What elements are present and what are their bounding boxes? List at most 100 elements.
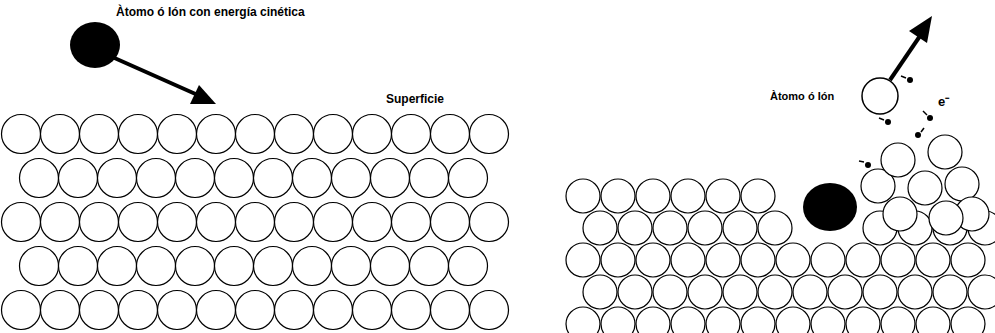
- atom-circle: [723, 211, 757, 245]
- atom-circle: [793, 275, 827, 309]
- atom-circle: [671, 307, 705, 333]
- atom-circle: [80, 291, 119, 330]
- electrons: [859, 76, 933, 168]
- atom-circle: [392, 203, 431, 242]
- atom-circle: [80, 203, 119, 242]
- atom-circle: [41, 291, 80, 330]
- atom-circle: [2, 203, 41, 242]
- atom-circle: [881, 307, 915, 333]
- atom-circle: [431, 291, 470, 330]
- atom-circle: [945, 167, 979, 201]
- atom-circle: [618, 275, 652, 309]
- surface-lattice: [2, 115, 509, 330]
- atom-circle: [236, 115, 275, 154]
- atom-circle: [583, 275, 617, 309]
- atom-circle: [470, 115, 509, 154]
- ejection-arrow: [890, 33, 922, 80]
- atom-circle: [688, 211, 722, 245]
- atom-circle: [671, 179, 705, 213]
- atom-circle: [254, 159, 293, 198]
- sputtered-atom: [862, 78, 898, 114]
- atom-circle: [314, 115, 353, 154]
- atom-circle: [916, 243, 950, 277]
- atom-circle: [215, 159, 254, 198]
- atom-circle: [636, 307, 670, 333]
- atom-circle: [776, 307, 810, 333]
- incident-atom: [70, 22, 120, 68]
- atom-circle: [410, 247, 449, 286]
- atom-circle: [898, 275, 932, 309]
- atom-circle: [20, 159, 59, 198]
- atom-circle: [371, 247, 410, 286]
- atom-circle: [929, 201, 963, 235]
- atom-circle: [470, 203, 509, 242]
- atom-circle: [59, 159, 98, 198]
- atom-circle: [392, 291, 431, 330]
- surface-label: Superficie: [386, 93, 444, 106]
- atom-circle: [119, 203, 158, 242]
- atom-circle: [119, 291, 158, 330]
- atom-circle: [449, 159, 488, 198]
- atom-circle: [392, 115, 431, 154]
- atom-circle: [431, 115, 470, 154]
- arrow-head: [909, 16, 932, 43]
- atom-circle: [314, 291, 353, 330]
- atom-circle: [158, 203, 197, 242]
- atom-circle: [353, 203, 392, 242]
- atom-circle: [410, 159, 449, 198]
- atom-circle: [811, 243, 845, 277]
- atom-circle: [671, 243, 705, 277]
- atom-label: Àtomo ó Ión con energía cinética: [116, 6, 305, 19]
- atom-circle: [119, 115, 158, 154]
- atom-circle: [197, 291, 236, 330]
- atom-circle: [449, 247, 488, 286]
- atom-circle: [2, 115, 41, 154]
- atom-circle: [176, 159, 215, 198]
- atom-circle: [583, 211, 617, 245]
- atom-circle: [636, 243, 670, 277]
- atom-circle: [758, 211, 792, 245]
- atom-circle: [176, 247, 215, 286]
- arrow-head: [190, 85, 216, 104]
- atom-circle: [601, 179, 635, 213]
- atom-circle: [758, 275, 792, 309]
- implanted-atom: [803, 183, 857, 231]
- atom-circle: [20, 247, 59, 286]
- atom-circle: [618, 211, 652, 245]
- atom-circle: [951, 243, 985, 277]
- atom-circle: [137, 247, 176, 286]
- atom-circle: [59, 247, 98, 286]
- atom-circle: [2, 291, 41, 330]
- atom-circle: [706, 243, 740, 277]
- atom-circle: [332, 247, 371, 286]
- atom-circle: [98, 247, 137, 286]
- atom-label: Àtomo ó Ión: [770, 90, 834, 102]
- electron-label: e⁻: [938, 95, 949, 109]
- atom-circle: [776, 243, 810, 277]
- atom-circle: [158, 115, 197, 154]
- atom-circle: [332, 159, 371, 198]
- atom-circle: [41, 203, 80, 242]
- atom-circle: [431, 203, 470, 242]
- atom-circle: [601, 307, 635, 333]
- atom-circle: [908, 171, 942, 205]
- atom-circle: [653, 211, 687, 245]
- atom-circle: [275, 115, 314, 154]
- atom-circle: [566, 243, 600, 277]
- atom-circle: [236, 291, 275, 330]
- atom-circle: [314, 203, 353, 242]
- atom-circle: [811, 307, 845, 333]
- atom-circle: [706, 179, 740, 213]
- atom-circle: [197, 115, 236, 154]
- atom-circle: [881, 243, 915, 277]
- atom-circle: [653, 275, 687, 309]
- atom-circle: [137, 159, 176, 198]
- atom-circle: [566, 179, 600, 213]
- atom-circle: [566, 307, 600, 333]
- atom-circle: [98, 159, 137, 198]
- damaged-lattice: [566, 135, 995, 333]
- atom-circle: [601, 243, 635, 277]
- atom-circle: [236, 203, 275, 242]
- atom-circle: [951, 307, 985, 333]
